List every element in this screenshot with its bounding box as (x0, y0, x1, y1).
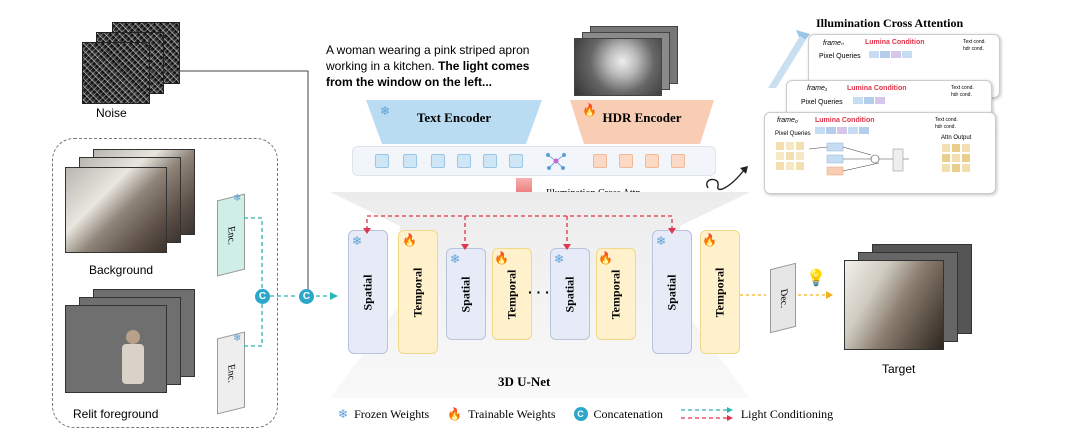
fire-icon: 🔥 (582, 103, 597, 117)
lumina-condition-label: Lumina Condition (865, 39, 925, 46)
text-cond-legend: Text cond. (935, 117, 958, 123)
decoder-box: Dec. (770, 262, 796, 334)
hdr-token (645, 154, 659, 168)
relit-foreground-label: Relit foreground (73, 407, 159, 421)
target-label: Target (882, 362, 916, 376)
text-cond-legend: Text cond. (963, 39, 986, 45)
prompt-line-2: working in a kitchen. (326, 59, 435, 73)
attn-output-label: Attn Output (941, 135, 972, 141)
hdr-token (671, 154, 685, 168)
text-token (457, 154, 471, 168)
snowflake-icon: ❄ (380, 104, 391, 118)
text-prompt: A woman wearing a pink striped apron wor… (326, 42, 566, 90)
prompt-line-2-bold: The light comes (438, 59, 530, 73)
attn-panel-title: Illumination Cross Attention (816, 16, 964, 30)
text-token (509, 154, 523, 168)
text-encoder-label: Text Encoder (416, 110, 492, 125)
fire-icon: 🔥 (494, 251, 509, 265)
prompt-line-3-bold: from the window on the left... (326, 75, 492, 89)
concat-icon: C (573, 407, 588, 421)
frame-0-label: frame₀ (777, 117, 798, 124)
network-icon (546, 153, 566, 170)
text-token (375, 154, 389, 168)
concat-node-2: C (299, 289, 314, 304)
target-image (844, 260, 944, 350)
relit-foreground-image (65, 305, 167, 393)
concat-node-1: C (255, 289, 270, 304)
noise-frame-1 (82, 42, 150, 104)
background-image (65, 167, 167, 253)
spatial-block-3: Spatial (550, 248, 590, 340)
attn-card-frame-0: frame₀ Lumina Condition Pixel Queries Te… (764, 112, 996, 194)
input-panel: Background Relit foreground Enc. ❄ Enc. … (52, 138, 278, 428)
fire-icon: 🔥 (598, 251, 613, 265)
legend-light: Light Conditioning (740, 406, 834, 421)
text-token (403, 154, 417, 168)
hdr-panorama-image (574, 38, 662, 96)
temporal-block-1: Temporal (398, 230, 438, 354)
hdr-cond-legend: hdr cond. (951, 92, 972, 98)
pixel-queries-label: Pixel Queries (819, 53, 861, 60)
hdr-token (593, 154, 607, 168)
blue-pointer-arrow (768, 30, 810, 88)
unet-ellipsis: · · · (528, 284, 550, 300)
text-cond-legend: Text cond. (951, 85, 974, 91)
decoder-to-target-arrow (798, 291, 833, 299)
frame-1-label: frame₁ (807, 85, 828, 92)
lumina-condition-label: Lumina Condition (815, 117, 875, 124)
hdr-cond-legend: hdr cond. (963, 46, 984, 52)
snowflake-icon: ❄ (554, 252, 565, 266)
lightbulb-icon: 💡 (806, 270, 826, 287)
fire-icon: 🔥 (447, 406, 463, 421)
snowflake-icon: ❄ (233, 193, 242, 204)
snowflake-icon: ❄ (352, 234, 363, 248)
light-conditioning-arrows-icon (680, 407, 733, 421)
fire-icon: 🔥 (402, 233, 417, 247)
temporal-block-2: Temporal (492, 248, 532, 340)
background-label: Background (89, 263, 154, 277)
hdr-cond-legend: hdr cond. (935, 124, 956, 130)
snowflake-icon: ❄ (656, 234, 667, 248)
snowflake-icon: ❄ (450, 252, 461, 266)
noise-label: Noise (96, 106, 127, 120)
attention-flow (809, 142, 909, 176)
lumina-condition-label: Lumina Condition (847, 85, 907, 92)
legend-frozen: Frozen Weights (354, 406, 430, 421)
text-encoder-shape (366, 100, 542, 144)
zoom-curve-arrow (706, 166, 748, 191)
input-connections (148, 70, 338, 347)
hdr-encoder-label: HDR Encoder (602, 110, 682, 125)
text-token (483, 154, 497, 168)
fire-icon: 🔥 (702, 233, 717, 247)
light-conditioning-arrows (363, 215, 676, 250)
snowflake-icon: ❄ (338, 406, 349, 421)
pixel-queries-label: Pixel Queries (801, 99, 843, 106)
spatial-block-2: Spatial (446, 248, 486, 340)
hdr-token (619, 154, 633, 168)
pixel-queries-label: Pixel Queries (775, 131, 811, 137)
temporal-block-3: Temporal (596, 248, 636, 340)
hdr-encoder-shape (570, 100, 714, 144)
unet-to-decoder-arrow (740, 294, 766, 296)
legend-concat: Concatenation (593, 406, 663, 421)
text-token (431, 154, 445, 168)
snowflake-icon: ❄ (233, 333, 242, 344)
unet-title: 3D U-Net (498, 374, 551, 389)
legend: ❄ Frozen Weights 🔥 Trainable Weights C C… (338, 406, 833, 422)
token-bar (352, 146, 716, 176)
decoder-label: Dec. (777, 287, 789, 309)
temporal-block-4: Temporal (700, 230, 740, 354)
frame-n-label: frameₙ (823, 40, 844, 47)
prompt-line-1: A woman wearing a pink striped apron (326, 43, 530, 57)
legend-trainable: Trainable Weights (468, 406, 556, 421)
